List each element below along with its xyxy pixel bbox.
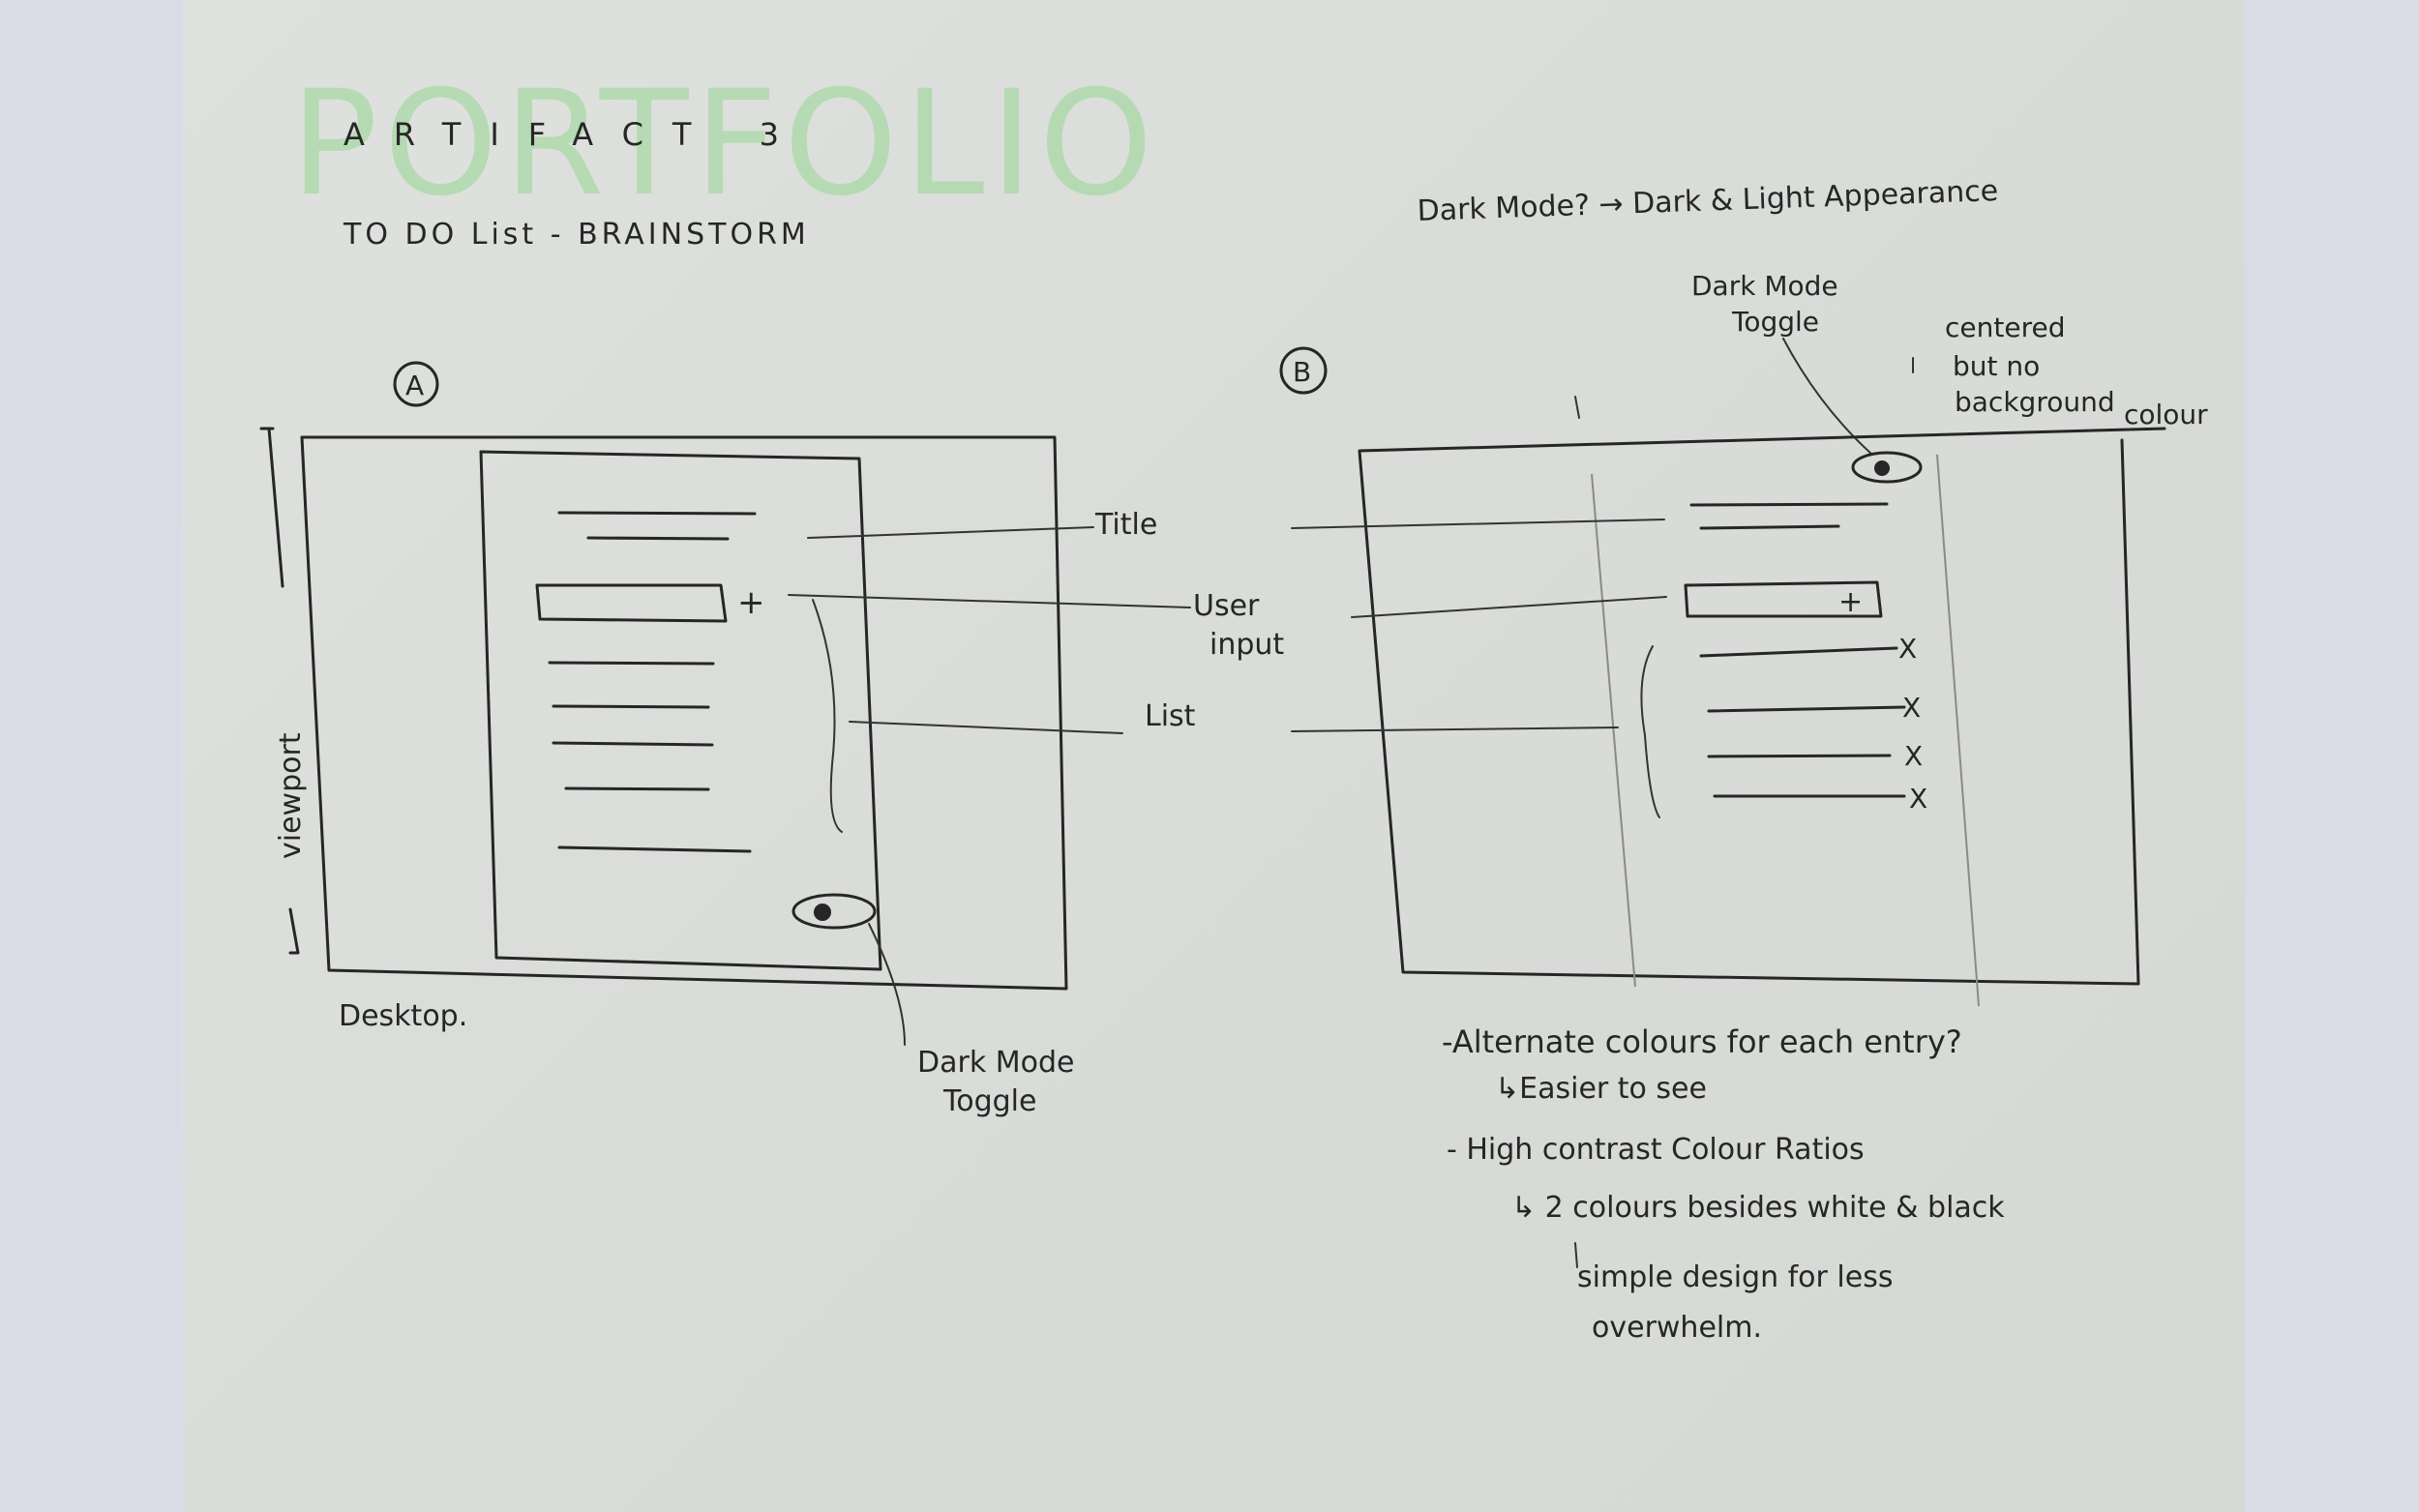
toggle-label-a-2: Toggle [942, 1084, 1036, 1118]
column-guide-right [1936, 454, 1980, 1007]
notes: -Alternate colours for each entry? ↳Easi… [1442, 1023, 2005, 1345]
centered-note-2: but no [1953, 350, 2040, 382]
toggle-leader [868, 923, 906, 1046]
column-guide-left [1591, 473, 1636, 988]
note-1: -Alternate colours for each entry? [1442, 1023, 1962, 1060]
viewport-bracket [259, 427, 300, 955]
page-subtitle: TO DO List - BRAINSTORM [343, 218, 810, 252]
sketch-a: A viewport Desktop. + Dark Mode Toggle [259, 361, 1284, 1118]
list-line [557, 845, 752, 853]
delete-mark-3: X [1904, 740, 1923, 772]
input-plus: + [737, 583, 765, 622]
delete-mark-2: X [1902, 692, 1921, 724]
list-line-b [1707, 705, 1906, 713]
title-line [557, 511, 757, 516]
sketch-b-marker: B [1293, 356, 1311, 388]
list-leader-b [1291, 726, 1619, 732]
user-input-annotation-1: User [1193, 589, 1260, 623]
delete-mark-4: X [1909, 783, 1927, 815]
list-line [564, 786, 710, 791]
title-leader-b [1291, 519, 1665, 529]
input-box-sketch-b [1684, 580, 1883, 618]
toggle-knob-b [1874, 460, 1890, 476]
desktop-frame-b [1358, 427, 2166, 986]
input-leader [788, 594, 1191, 608]
subtitle-line [586, 536, 730, 541]
sketch-b-marker-circle [1279, 346, 1328, 395]
sketch-b: Dark Mode? → Dark & Light Appearance B D… [1279, 174, 2208, 1007]
centered-note-1: centered [1945, 311, 2065, 343]
note-2: ↳Easier to see [1495, 1072, 1707, 1106]
input-leader-b [1351, 596, 1667, 618]
title-annotation: Title [1094, 508, 1157, 542]
note-5: simple design for less [1577, 1260, 1893, 1294]
portfolio-watermark: PORTFOLIO [290, 60, 1159, 228]
desktop-label: Desktop. [339, 999, 467, 1033]
toggle-label-b-1: Dark Mode [1691, 270, 1838, 302]
note-6: overwhelm. [1592, 1311, 1762, 1345]
toggle-leader-b [1782, 338, 1873, 456]
paper-sheet [182, 0, 2245, 1512]
subtitle-line-b [1699, 524, 1840, 530]
toggle-label-b-2: Toggle [1731, 306, 1819, 338]
note-4: ↳ 2 colours besides white & black [1511, 1191, 2005, 1225]
toggle-knob [814, 904, 831, 921]
centered-note-4: colour [2124, 399, 2208, 430]
title-line-b [1689, 502, 1889, 507]
tick-mark [1574, 396, 1580, 419]
note-connector [1574, 1242, 1578, 1268]
dark-mode-question: Dark Mode? → Dark & Light Appearance [1417, 174, 1999, 228]
note-3: - High contrast Colour Ratios [1447, 1133, 1865, 1167]
input-plus-b: + [1838, 585, 1863, 619]
delete-mark-1: X [1898, 633, 1917, 665]
dark-mode-toggle-sketch [791, 893, 877, 930]
list-line [548, 661, 715, 666]
desktop-frame [300, 435, 1068, 991]
list-annotation: List [1145, 699, 1196, 733]
list-line [552, 704, 710, 709]
list-line [552, 741, 714, 747]
user-input-annotation-2: input [1210, 628, 1284, 662]
app-frame [479, 450, 882, 971]
list-brace-b [1640, 645, 1660, 818]
input-box-sketch [535, 583, 728, 623]
list-line-b [1699, 646, 1898, 658]
list-leader [849, 721, 1123, 734]
dark-mode-toggle-sketch-b [1851, 451, 1923, 484]
viewport-label: viewport [274, 732, 308, 859]
list-brace [812, 599, 843, 833]
toggle-label-a-1: Dark Mode [917, 1046, 1074, 1080]
page-title: ARTIFACT 3 [343, 116, 808, 153]
title-leader [807, 526, 1094, 539]
sketch-a-marker: A [405, 370, 424, 401]
sketch-a-marker-circle [393, 361, 439, 407]
centered-note-3: background [1955, 386, 2115, 418]
